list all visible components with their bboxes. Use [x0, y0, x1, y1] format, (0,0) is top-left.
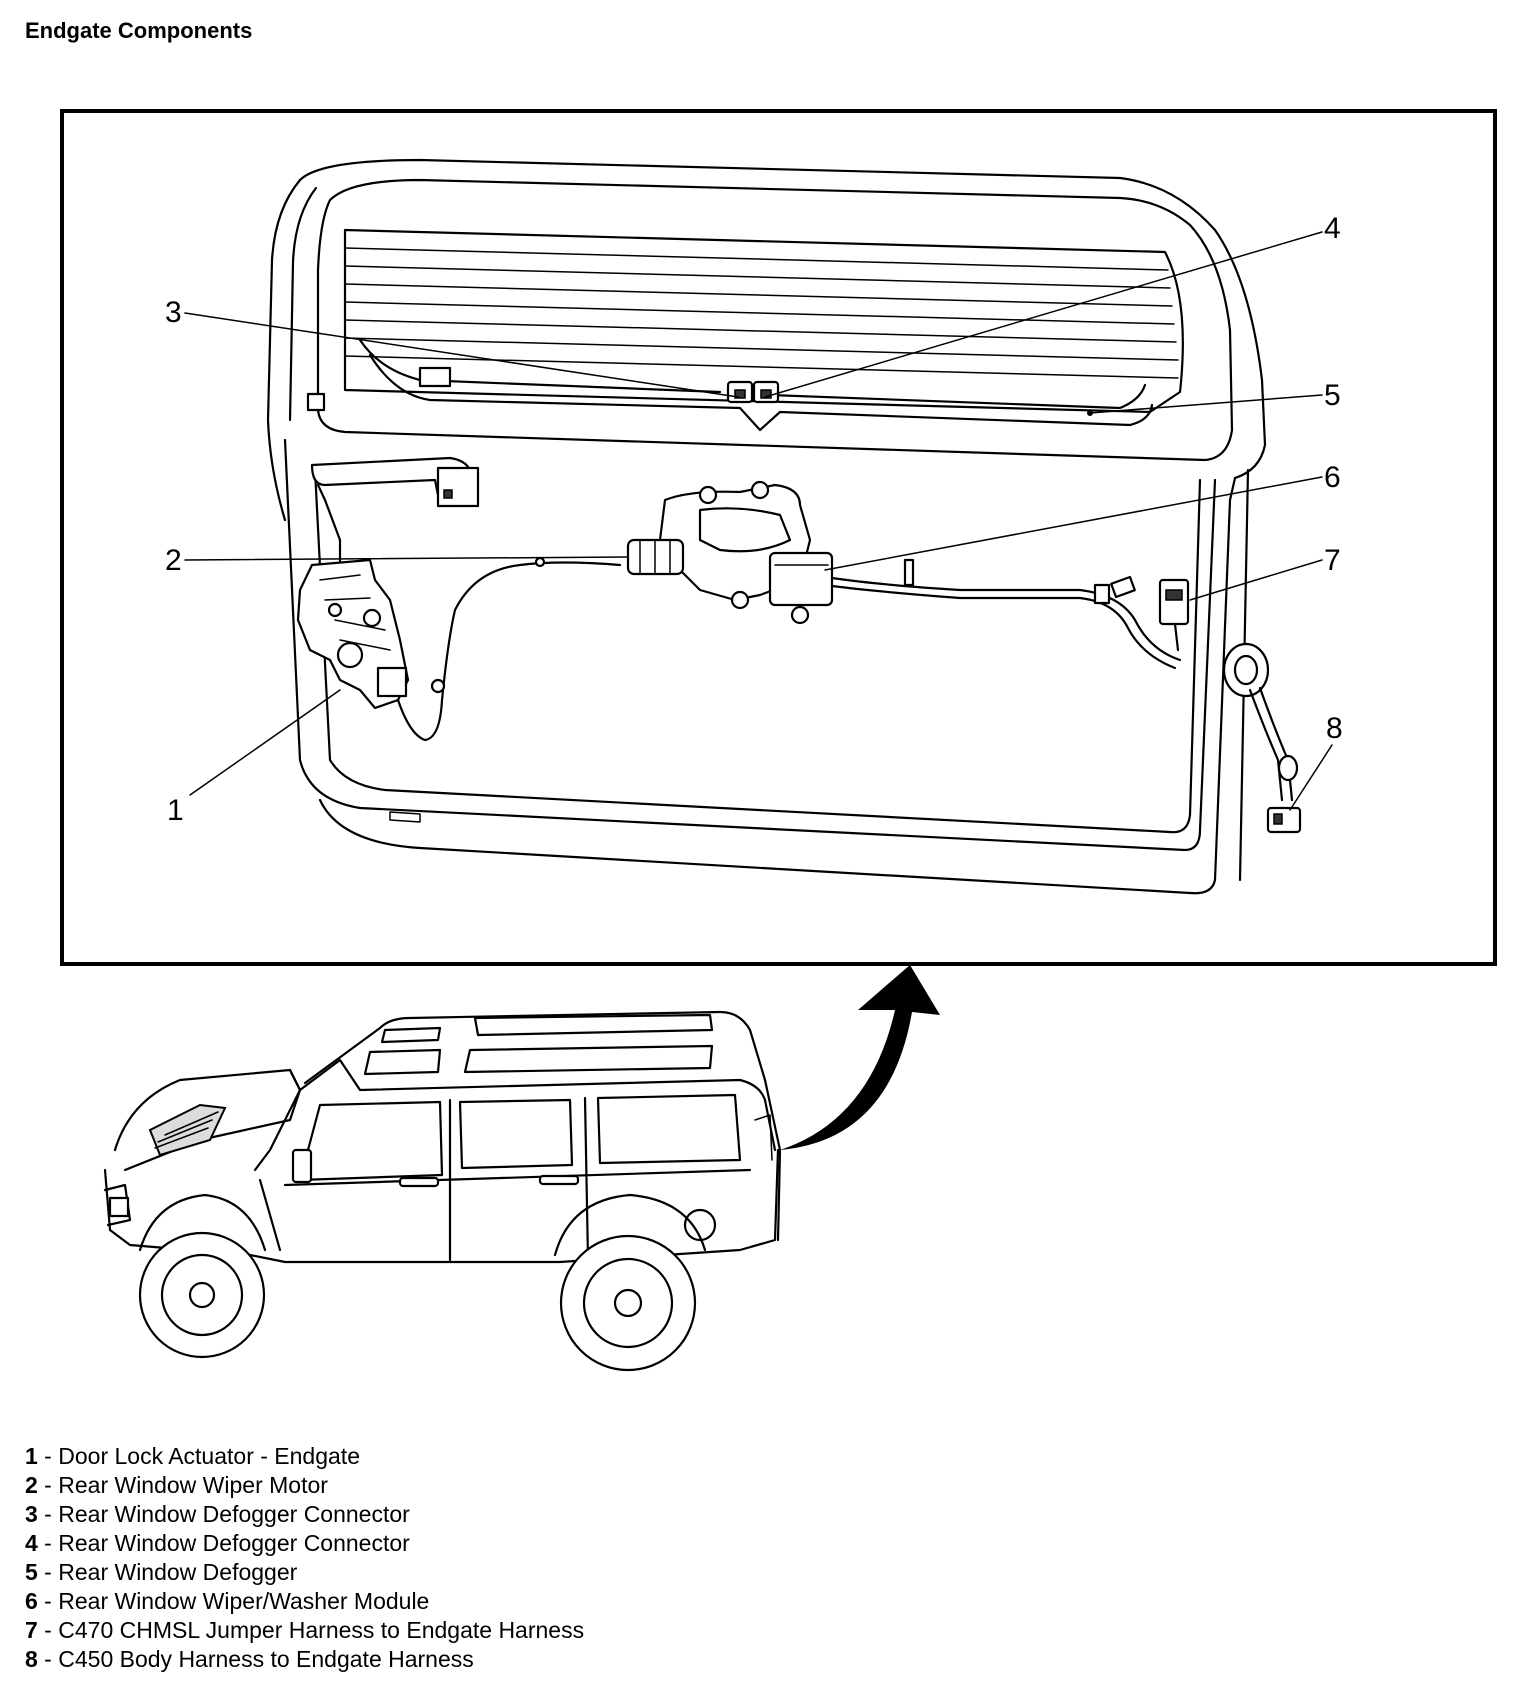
legend-number: 8 — [25, 1646, 38, 1672]
c470-connector — [1158, 578, 1190, 652]
legend-item-7: 7 - C470 CHMSL Jumper Harness to Endgate… — [25, 1616, 584, 1645]
legend-number: 3 — [25, 1501, 38, 1527]
legend-separator: - — [37, 1501, 59, 1527]
legend-text: C470 CHMSL Jumper Harness to Endgate Har… — [58, 1617, 585, 1643]
rear-window-defogger — [306, 228, 1184, 432]
endgate-panel — [266, 158, 1267, 895]
legend-text: Rear Window Defogger Connector — [58, 1501, 410, 1527]
page-title: Endgate Components — [25, 18, 253, 43]
legend-number: 2 — [25, 1472, 38, 1498]
legend-number: 5 — [25, 1559, 38, 1585]
legend-separator: - — [37, 1617, 59, 1643]
legend-item-1: 1 - Door Lock Actuator - Endgate — [25, 1442, 584, 1471]
wiper-motor-assembly — [626, 480, 834, 625]
callout-6: 6 — [1324, 461, 1341, 494]
legend-separator: - — [37, 1472, 59, 1498]
legend-separator: - — [37, 1646, 59, 1672]
callout-1: 1 — [167, 794, 184, 827]
callout-3: 3 — [165, 296, 182, 329]
legend-number: 6 — [25, 1588, 38, 1614]
legend-number: 1 — [25, 1443, 38, 1469]
legend-separator: - — [37, 1530, 59, 1556]
endgate-diagram: 1 2 3 4 5 6 7 8 — [60, 109, 1497, 1372]
legend-number: 4 — [25, 1530, 38, 1556]
legend-item-2: 2 - Rear Window Wiper Motor — [25, 1471, 584, 1500]
legend: 1 - Door Lock Actuator - Endgate 2 - Rea… — [25, 1442, 584, 1674]
callout-8: 8 — [1326, 712, 1343, 745]
legend-text: Rear Window Defogger — [58, 1559, 298, 1585]
legend-item-5: 5 - Rear Window Defogger — [25, 1558, 584, 1587]
location-arrow — [780, 965, 940, 1150]
legend-item-8: 8 - C450 Body Harness to Endgate Harness — [25, 1645, 584, 1674]
callout-5: 5 — [1324, 379, 1341, 412]
callout-2: 2 — [165, 544, 182, 577]
legend-item-4: 4 - Rear Window Defogger Connector — [25, 1529, 584, 1558]
legend-number: 7 — [25, 1617, 38, 1643]
leader-lines — [184, 231, 1333, 811]
c450-connector — [1222, 642, 1302, 834]
callout-4: 4 — [1324, 212, 1341, 245]
legend-text: Rear Window Wiper/Washer Module — [58, 1588, 430, 1614]
callout-7: 7 — [1324, 544, 1341, 577]
defogger-connectors — [726, 380, 780, 404]
endgate-handle — [310, 456, 480, 572]
legend-separator: - — [37, 1559, 59, 1585]
legend-item-6: 6 - Rear Window Wiper/Washer Module — [25, 1587, 584, 1616]
legend-text: Rear Window Defogger Connector — [58, 1530, 410, 1556]
legend-item-3: 3 - Rear Window Defogger Connector — [25, 1500, 584, 1529]
door-lock-actuator — [296, 558, 410, 710]
legend-text: Door Lock Actuator - Endgate — [58, 1443, 360, 1469]
legend-separator: - — [37, 1588, 59, 1614]
vehicle-illustration — [103, 1010, 782, 1372]
legend-separator: - — [37, 1443, 59, 1469]
legend-text: C450 Body Harness to Endgate Harness — [58, 1646, 474, 1672]
legend-text: Rear Window Wiper Motor — [58, 1472, 328, 1498]
